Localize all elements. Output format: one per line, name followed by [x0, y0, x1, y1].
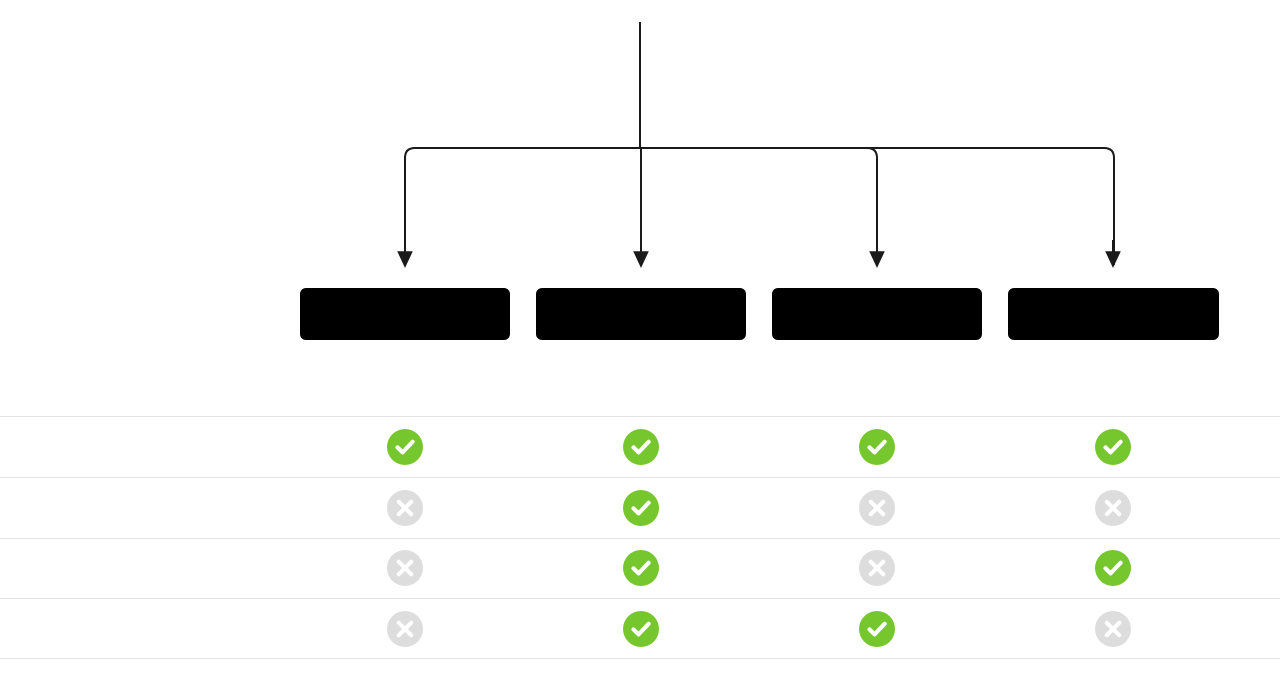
matrix-cell-r1c4	[1083, 417, 1143, 477]
x-circle-icon	[387, 489, 423, 526]
check-circle-icon	[1095, 550, 1131, 587]
matrix-cell-r4c2	[611, 599, 671, 658]
distribution-bus-line	[404, 147, 1115, 265]
check-circle-icon	[859, 610, 895, 647]
column-header-box-2[interactable]	[536, 288, 746, 340]
x-circle-icon	[387, 610, 423, 647]
matrix-cell-r3c2	[611, 539, 671, 599]
column-header-box-1[interactable]	[300, 288, 510, 340]
matrix-cell-r4c4	[1083, 599, 1143, 658]
column-header-box-4[interactable]	[1008, 288, 1219, 340]
check-circle-icon	[387, 428, 423, 465]
tree-connector-svg	[397, 22, 1121, 268]
table-row	[0, 598, 1280, 660]
matrix-cell-r1c2	[611, 417, 671, 477]
matrix-cell-r2c1	[375, 478, 435, 538]
check-circle-icon	[623, 428, 659, 465]
branch-arrow-3	[866, 147, 885, 268]
x-circle-icon	[1095, 489, 1131, 526]
matrix-cell-r4c3	[847, 599, 907, 658]
matrix-cell-r3c3	[847, 539, 907, 599]
column-header-box-3[interactable]	[772, 288, 982, 340]
check-circle-icon	[623, 610, 659, 647]
matrix-cell-r2c3	[847, 478, 907, 538]
table-row	[0, 416, 1280, 477]
check-circle-icon	[1095, 428, 1131, 465]
check-circle-icon	[623, 550, 659, 587]
x-circle-icon	[859, 489, 895, 526]
column-header-boxes	[0, 288, 1280, 342]
tree-connector-region	[0, 0, 1280, 280]
matrix-cell-r4c1	[375, 599, 435, 658]
check-circle-icon	[859, 428, 895, 465]
check-circle-icon	[623, 489, 659, 526]
matrix-cell-r3c1	[375, 539, 435, 599]
x-circle-icon	[859, 550, 895, 587]
matrix-cell-r1c3	[847, 417, 907, 477]
table-row	[0, 537, 1280, 599]
comparison-matrix	[0, 416, 1280, 660]
table-row	[0, 476, 1280, 538]
matrix-cell-r2c4	[1083, 478, 1143, 538]
matrix-cell-r1c1	[375, 417, 435, 477]
matrix-cell-r2c2	[611, 478, 671, 538]
x-circle-icon	[387, 550, 423, 587]
matrix-cell-r3c4	[1083, 539, 1143, 599]
x-circle-icon	[1095, 610, 1131, 647]
